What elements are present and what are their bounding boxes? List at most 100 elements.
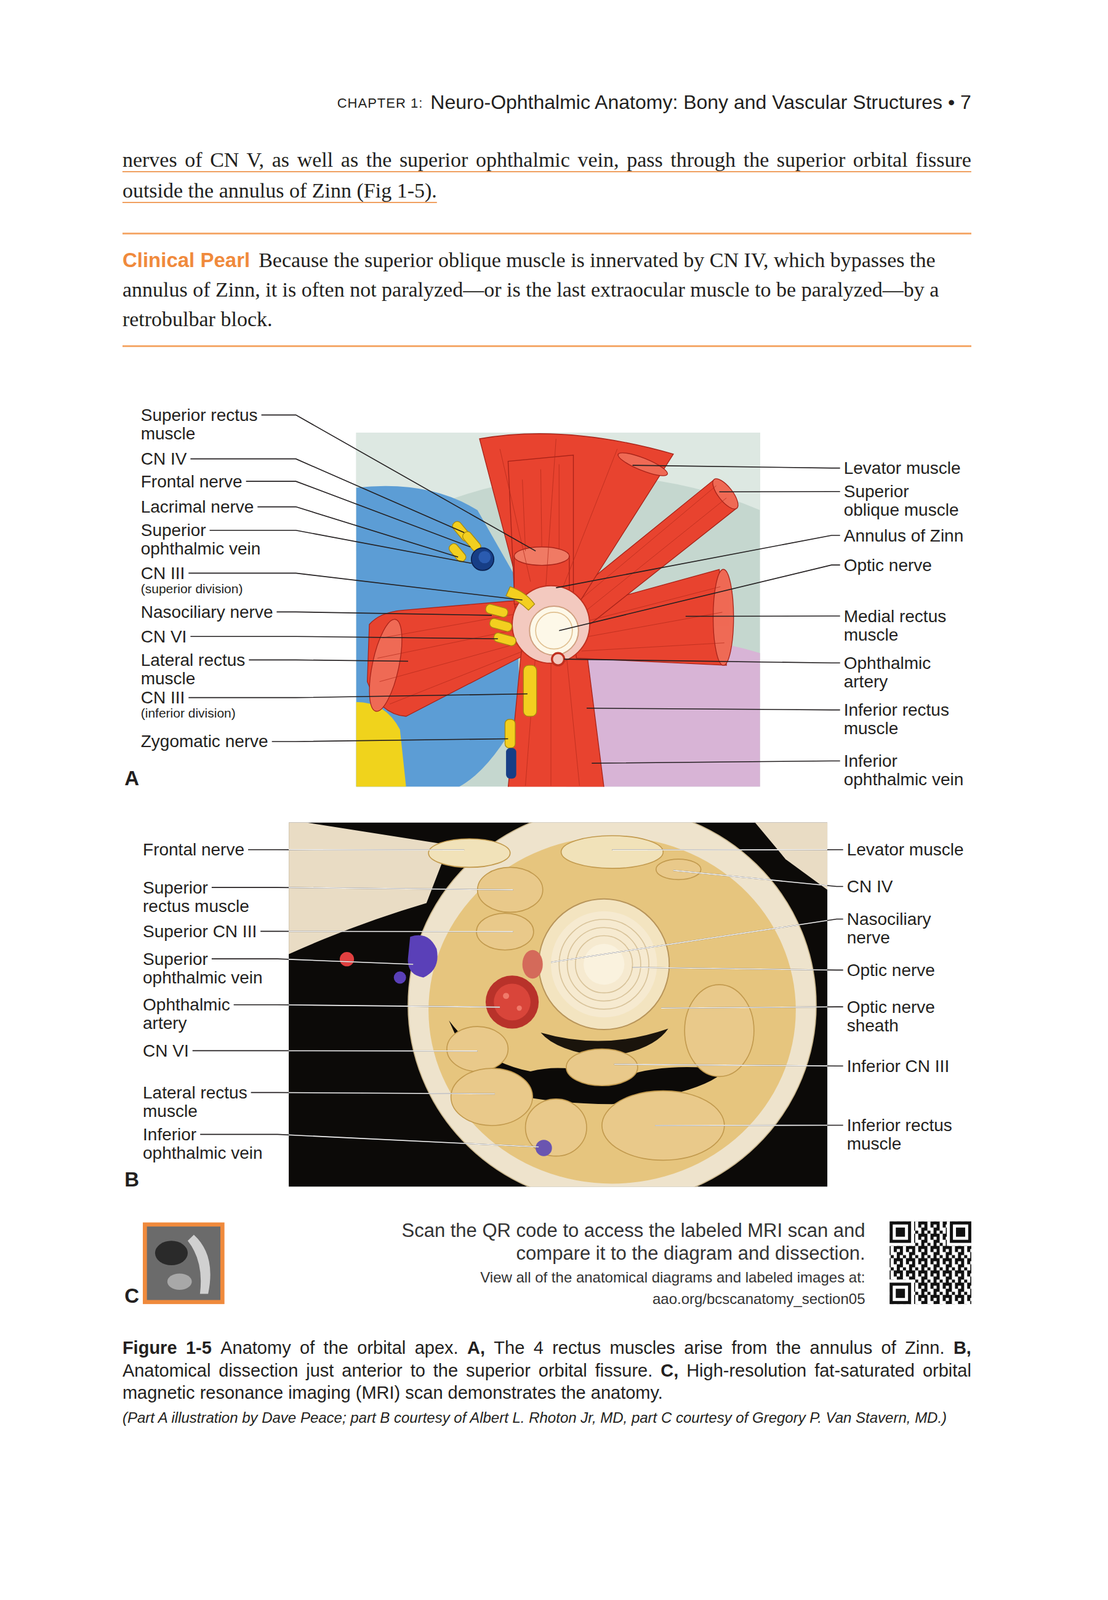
structure-label: Medial rectus muscle xyxy=(843,607,974,645)
qr-finder-gap xyxy=(946,1221,972,1247)
ophthalmic-artery-shape xyxy=(485,975,539,1029)
division-note: (superior division) xyxy=(140,582,244,596)
structure-label: Ophthalmic artery xyxy=(142,995,247,1033)
orbital-rim xyxy=(408,822,817,1187)
nerve-sections xyxy=(493,632,518,647)
structure-label: Inferior CN III xyxy=(847,1057,950,1076)
structure-label: Lateral rectus muscle xyxy=(142,1083,273,1121)
structure-label: Optic nerve xyxy=(847,961,936,980)
tissue-lobes xyxy=(566,1049,638,1087)
leader-line xyxy=(251,1092,495,1094)
structure-label: Nasociliary nerve xyxy=(847,910,942,948)
structure-label: Superior rectus muscle xyxy=(142,879,253,916)
qr-note: Scan the QR code to access the labeled M… xyxy=(336,1219,866,1265)
leader-line xyxy=(288,849,465,851)
leader-line xyxy=(276,611,492,615)
leader-line xyxy=(288,1134,539,1147)
thumbnail-shape xyxy=(187,1234,211,1294)
leader-line xyxy=(550,919,828,963)
structure-label: Annulus of Zinn xyxy=(843,526,964,546)
leader-line xyxy=(564,659,841,663)
structure-label: CN III xyxy=(140,688,186,708)
clinical-pearl-band: Clinical PearlBecause the superior obliq… xyxy=(122,232,972,348)
leader-line xyxy=(248,849,465,851)
leader-line xyxy=(614,1064,828,1067)
leader-line xyxy=(632,967,828,971)
optic-nerve-ring xyxy=(535,612,573,650)
superior-rectus-end xyxy=(513,547,570,566)
structure-label: Nasociliary nerve xyxy=(140,603,274,622)
leader-line xyxy=(288,1050,478,1052)
qr-code xyxy=(889,1221,972,1305)
muscle-striations xyxy=(499,438,618,593)
optic-nerve-rings xyxy=(558,919,649,1010)
qr-link: aao.org/bcscanatomy_section05 xyxy=(652,1290,866,1309)
leader-line xyxy=(288,1092,495,1094)
tissue-lobes xyxy=(428,839,511,868)
leader-line xyxy=(260,931,513,933)
qr-ground xyxy=(889,1221,972,1305)
leader-line xyxy=(673,870,844,887)
running-head: Neuro-Ophthalmic Anatomy: Bony and Vascu… xyxy=(430,89,972,115)
leader-line xyxy=(288,887,514,891)
leader-line xyxy=(611,849,843,851)
leader-line xyxy=(272,739,509,742)
inferior-rectus-shape xyxy=(507,640,604,787)
credit-line: (Part A illustration by Dave Peace; part… xyxy=(122,1407,972,1430)
inferior-ophthalmic-vein-section xyxy=(505,747,517,779)
panel-letter: A xyxy=(124,766,140,791)
leader-line xyxy=(555,535,840,588)
tissue-lobes xyxy=(684,984,755,1077)
leader-line xyxy=(719,491,841,493)
levator-shape xyxy=(479,433,674,603)
leader-line xyxy=(211,959,414,965)
vein-lumen xyxy=(478,550,491,564)
superior-ophthalmic-vein-shape xyxy=(408,935,438,979)
structure-label: Ophthalmic artery xyxy=(843,654,948,692)
body-text: nerves of CN V, as well as the superior … xyxy=(122,144,972,207)
leader-group xyxy=(188,414,843,1147)
thumbnail-shape xyxy=(155,1240,188,1266)
structure-label: CN VI xyxy=(140,627,188,647)
thumbnail-frame xyxy=(142,1222,225,1305)
structure-label: CN VI xyxy=(142,1042,189,1061)
dissection-photo xyxy=(288,822,828,1187)
structure-label: Inferior ophthalmic vein xyxy=(843,752,974,790)
qr-modules xyxy=(889,1221,972,1305)
artery-speck xyxy=(502,992,510,1000)
qr-finder xyxy=(949,1221,972,1244)
leader-line xyxy=(586,708,841,711)
structure-label: CN IV xyxy=(140,449,188,469)
leader-line xyxy=(246,481,471,548)
optic-nerve-section xyxy=(529,606,579,656)
artery-speck xyxy=(517,1005,522,1011)
superior-ophthalmic-vein-section xyxy=(471,547,494,571)
structure-label: Superior CN III xyxy=(142,922,257,942)
qr-finder-gap xyxy=(889,1279,915,1305)
optic-nerve-rings xyxy=(558,919,649,1010)
vein-shape xyxy=(393,971,407,985)
structure-label: Superior oblique muscle xyxy=(843,482,963,520)
leader-line xyxy=(248,659,409,662)
inferior-ophthalmic-vein-shape xyxy=(535,1140,553,1157)
leader-line xyxy=(685,615,841,617)
structure-label: Lacrimal nerve xyxy=(140,497,255,517)
leader-line xyxy=(288,959,414,965)
qr-finder-gap xyxy=(889,1221,915,1247)
leader-line xyxy=(288,1005,500,1008)
optic-nerve-rings xyxy=(575,936,633,994)
structure-label: Inferior rectus muscle xyxy=(847,1116,977,1154)
artery-lumen xyxy=(493,983,531,1021)
muscle-striations xyxy=(522,464,560,551)
tissue-lobes xyxy=(446,1026,508,1072)
structure-label: Inferior rectus muscle xyxy=(843,701,974,739)
mri-thumbnail xyxy=(142,1222,225,1305)
leader-line xyxy=(257,507,458,558)
tissue-lobes xyxy=(428,835,755,1161)
leader-group-photo xyxy=(288,850,828,1148)
panel-letter: C xyxy=(124,1284,140,1309)
optic-nerve-core xyxy=(583,944,625,985)
leader-line xyxy=(661,1007,844,1009)
